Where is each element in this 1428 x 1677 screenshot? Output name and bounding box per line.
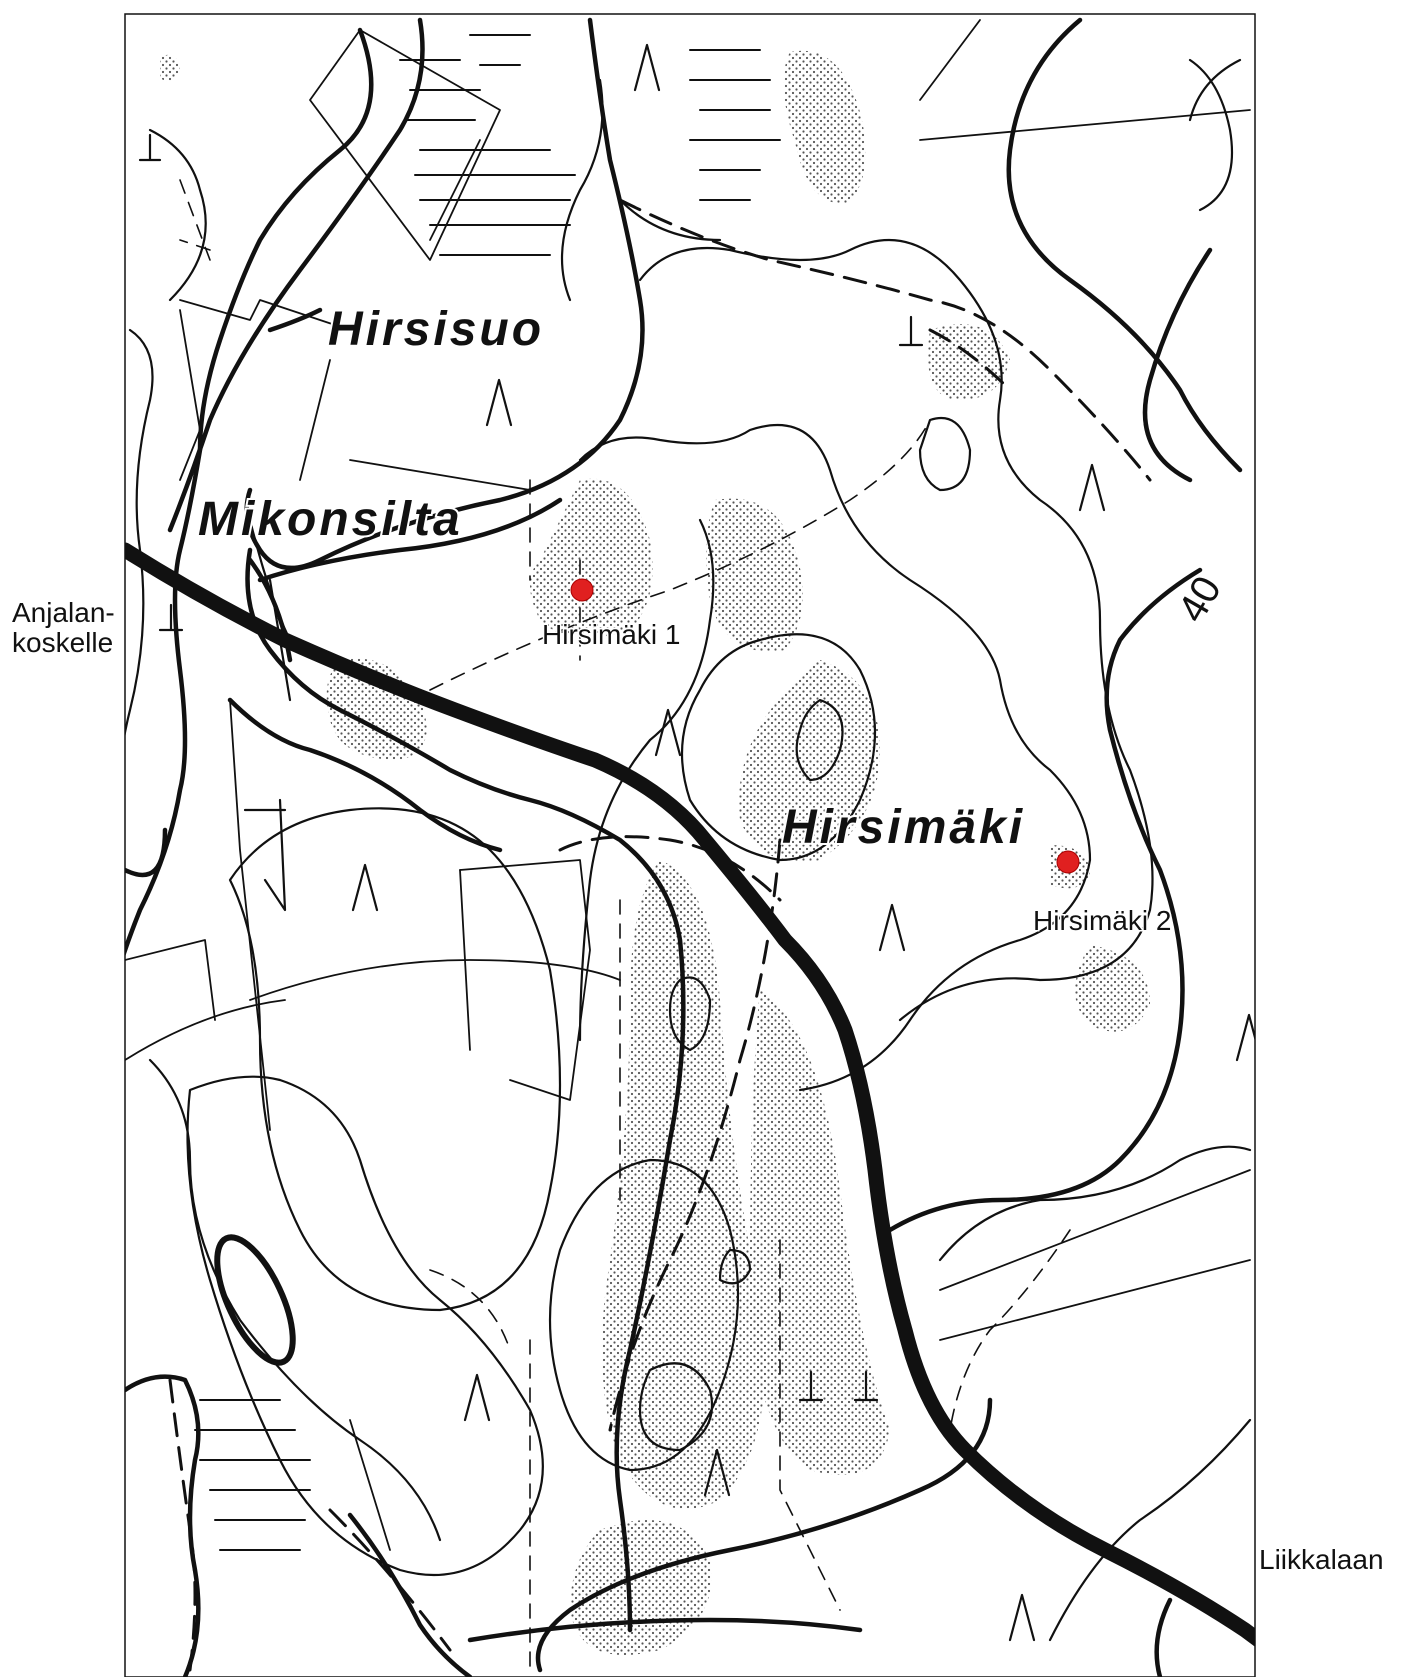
thin-dashed-paths (179, 179, 1071, 1671)
direction-label-anjalankoskelle-line2: koskelle (12, 627, 114, 658)
forest-symbols (351, 43, 1255, 1642)
site-label-hirsimaki-2: Hirsimäki 2 (1033, 905, 1171, 936)
survey-marks (138, 133, 924, 1402)
place-name-hirsimaki: Hirsimäki (782, 801, 1025, 854)
secondary-roads (125, 17, 1243, 1677)
main-highway (125, 542, 1255, 1647)
place-name-hirsisuo: Hirsisuo (328, 303, 544, 356)
site-marker-hirsimaki-2[interactable] (1056, 850, 1080, 874)
direction-label-liikkalaan: Liikkalaan (1259, 1544, 1384, 1575)
place-name-mikonsilta: Mikonsilta (198, 493, 463, 546)
direction-label-anjalankoskelle: Anjalan- koskelle (12, 598, 115, 658)
site-label-hirsimaki-1: Hirsimäki 1 (542, 619, 680, 650)
site-marker-hirsimaki-1[interactable] (570, 578, 594, 602)
direction-label-anjalankoskelle-line1: Anjalan- (12, 597, 115, 628)
sand-areas (160, 50, 1150, 1655)
oval-hill (214, 1234, 296, 1366)
field-boundaries (125, 19, 1251, 1551)
marsh-hatching (194, 34, 781, 1551)
